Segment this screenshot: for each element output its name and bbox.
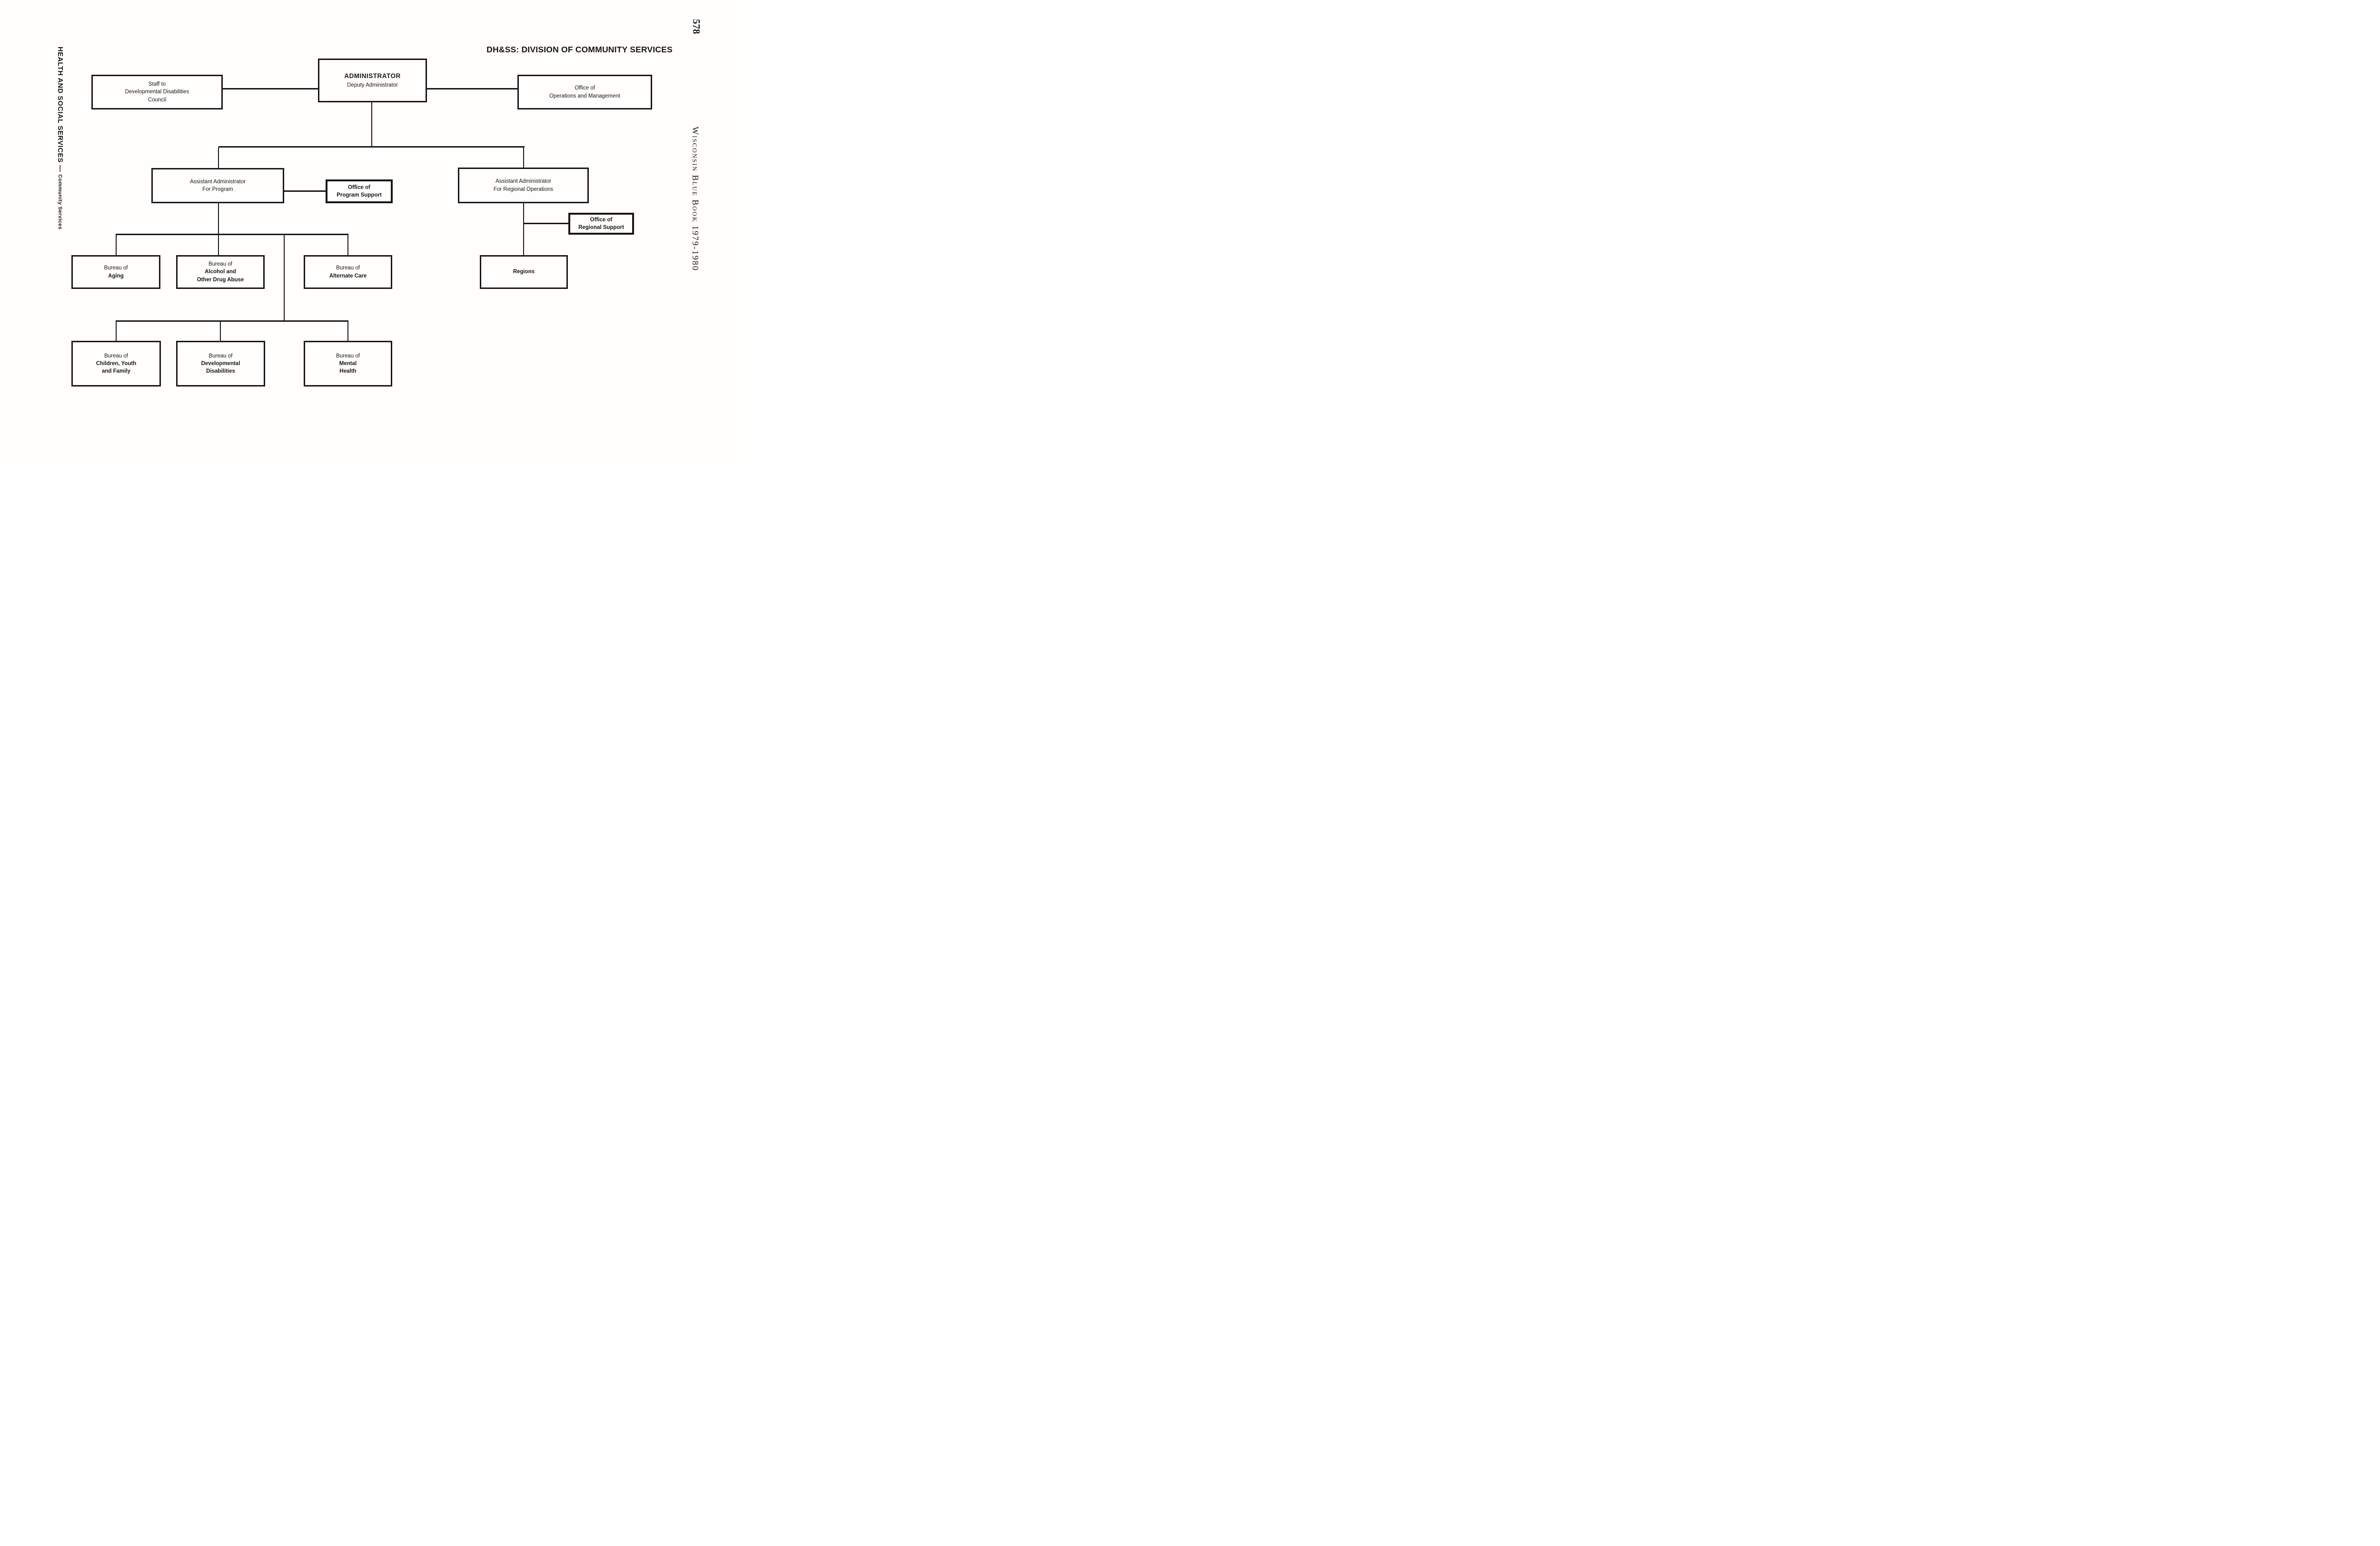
- office-reg-support-line2: Regional Support: [578, 225, 624, 230]
- node-office-operations-management: Office of Operations and Management: [517, 75, 652, 109]
- bureau-devdis-prefix: Bureau of: [208, 353, 233, 359]
- connector-drop-children-youth-family: [116, 321, 117, 341]
- connector-staff-to-administrator: [223, 88, 318, 89]
- node-asst-admin-regional-operations: Assistant Administrator For Regional Ope…: [458, 168, 589, 203]
- connector-drop-asst-program: [218, 147, 219, 168]
- node-staff-dd-council: Staff to Developmental Disabilities Coun…: [91, 75, 223, 109]
- bureau-mental-name1: Mental: [339, 360, 357, 367]
- left-margin-text: HEALTH AND SOCIAL SERVICES — Community S…: [56, 47, 64, 229]
- node-bureau-alcohol-drug-abuse: Bureau of Alcohol and Other Drug Abuse: [176, 255, 265, 289]
- org-chart-page: DH&SS: DIVISION OF COMMUNITY SERVICES HE…: [0, 0, 746, 464]
- connector-drop-aging: [116, 235, 117, 255]
- node-office-program-support: Office of Program Support: [326, 179, 393, 203]
- left-margin-separator: —: [56, 162, 64, 175]
- connector-regional-to-regions: [523, 203, 524, 255]
- office-prog-support-line1: Office of: [348, 184, 370, 190]
- asst-program-line2: For Program: [202, 187, 233, 192]
- node-administrator: ADMINISTRATOR Deputy Administrator: [318, 59, 427, 102]
- bureau-devdis-name1: Developmental: [201, 360, 240, 367]
- regions-name: Regions: [513, 269, 535, 275]
- node-bureau-developmental-disabilities: Bureau of Developmental Disabilities: [176, 341, 265, 386]
- bureau-alternate-name: Alternate Care: [329, 273, 367, 279]
- left-margin-department: HEALTH AND SOCIAL SERVICES: [56, 47, 64, 163]
- node-bureau-mental-health: Bureau of Mental Health: [304, 341, 392, 386]
- bureau-mental-prefix: Bureau of: [336, 353, 360, 359]
- bureau-alcohol-name1: Alcohol and: [205, 269, 236, 275]
- node-bureau-aging: Bureau of Aging: [71, 255, 160, 289]
- office-ops-line1: Office of: [575, 85, 595, 91]
- staff-dd-line1: Staff to: [148, 81, 166, 87]
- node-regions: Regions: [480, 255, 568, 289]
- bureau-aging-prefix: Bureau of: [104, 265, 128, 271]
- connector-drop-alternate-care: [347, 235, 348, 255]
- connector-program-support: [284, 190, 326, 192]
- connector-drop-asst-regional: [523, 147, 524, 168]
- bureau-aging-name: Aging: [108, 273, 124, 279]
- connector-regional-support: [523, 223, 568, 224]
- administrator-subtitle: Deputy Administrator: [347, 82, 398, 89]
- staff-dd-line2: Developmental Disabilities: [125, 89, 189, 95]
- office-prog-support-line2: Program Support: [337, 192, 382, 198]
- administrator-title: ADMINISTRATOR: [344, 72, 401, 80]
- chart-title: DH&SS: DIVISION OF COMMUNITY SERVICES: [486, 45, 673, 54]
- connector-administrator-down: [371, 102, 372, 147]
- connector-drop-mental-health: [347, 321, 348, 341]
- connector-branch-bureaus-row1: [116, 234, 348, 235]
- office-ops-line2: Operations and Management: [549, 93, 620, 99]
- connector-drop-developmental: [220, 321, 221, 341]
- page-number: 578: [691, 19, 702, 34]
- bureau-alcohol-prefix: Bureau of: [208, 261, 232, 267]
- asst-program-line1: Assistant Administrator: [190, 178, 246, 185]
- bureau-devdis-name2: Disabilities: [206, 368, 235, 375]
- connector-administrator-to-operations: [427, 88, 517, 89]
- asst-regional-line2: For Regional Operations: [493, 186, 554, 192]
- asst-regional-line1: Assistant Administrator: [496, 178, 551, 185]
- bureau-alternate-prefix: Bureau of: [336, 265, 360, 271]
- staff-dd-line3: Council: [148, 97, 167, 103]
- connector-branch-bureaus-row2: [116, 320, 348, 322]
- connector-mid-down-row2: [284, 235, 285, 321]
- bureau-children-name2: and Family: [101, 368, 131, 375]
- bureau-children-name1: Children, Youth: [96, 360, 137, 367]
- node-bureau-children-youth-family: Bureau of Children, Youth and Family: [71, 341, 161, 386]
- bureau-children-prefix: Bureau of: [104, 353, 128, 359]
- node-office-regional-support: Office of Regional Support: [568, 213, 634, 235]
- left-margin-division: Community Services: [57, 174, 63, 230]
- bureau-mental-name2: Health: [339, 368, 357, 375]
- node-asst-admin-program: Assistant Administrator For Program: [151, 168, 284, 203]
- bureau-alcohol-name2: Other Drug Abuse: [197, 277, 244, 283]
- right-margin-text: Wisconsin Blue Book 1979-1980: [691, 127, 700, 271]
- office-reg-support-line1: Office of: [590, 217, 613, 223]
- connector-branch-administrators: [218, 146, 525, 148]
- connector-program-down: [218, 203, 219, 255]
- node-bureau-alternate-care: Bureau of Alternate Care: [304, 255, 392, 289]
